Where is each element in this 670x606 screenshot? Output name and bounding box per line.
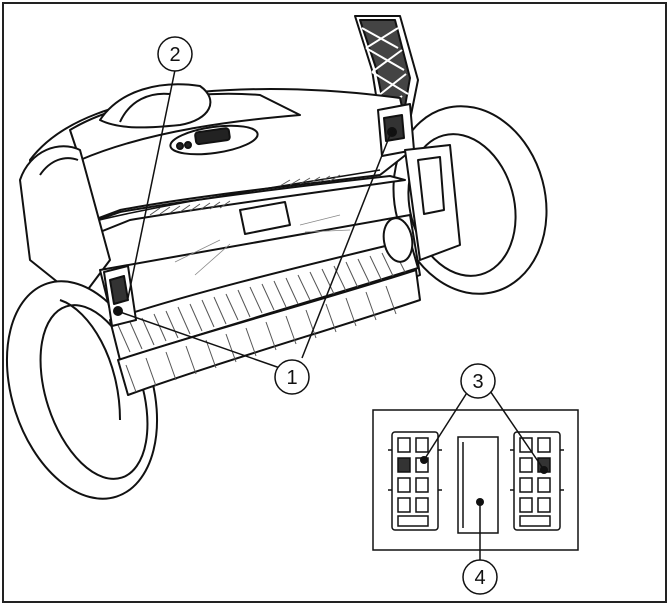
callout-3-label: 3 <box>472 371 483 393</box>
callout-3: 3 <box>460 363 496 399</box>
inset-detail <box>372 387 579 560</box>
callout-1: 1 <box>274 359 310 395</box>
filter-clip-left <box>388 431 442 531</box>
control-panel <box>169 124 259 156</box>
callout-4-label: 4 <box>474 567 485 589</box>
callout-lines <box>119 69 393 369</box>
right-clip <box>377 103 415 157</box>
callout-2-label: 2 <box>169 44 180 66</box>
callout-1-label: 1 <box>286 367 297 389</box>
callout-2: 2 <box>157 36 193 72</box>
left-clip <box>103 265 137 327</box>
filter-slot <box>457 436 499 534</box>
filter-clip-right <box>510 431 564 531</box>
pool-cleaner-illustration <box>5 15 548 500</box>
brush-roller <box>109 217 421 396</box>
callout-4: 4 <box>462 559 498 595</box>
